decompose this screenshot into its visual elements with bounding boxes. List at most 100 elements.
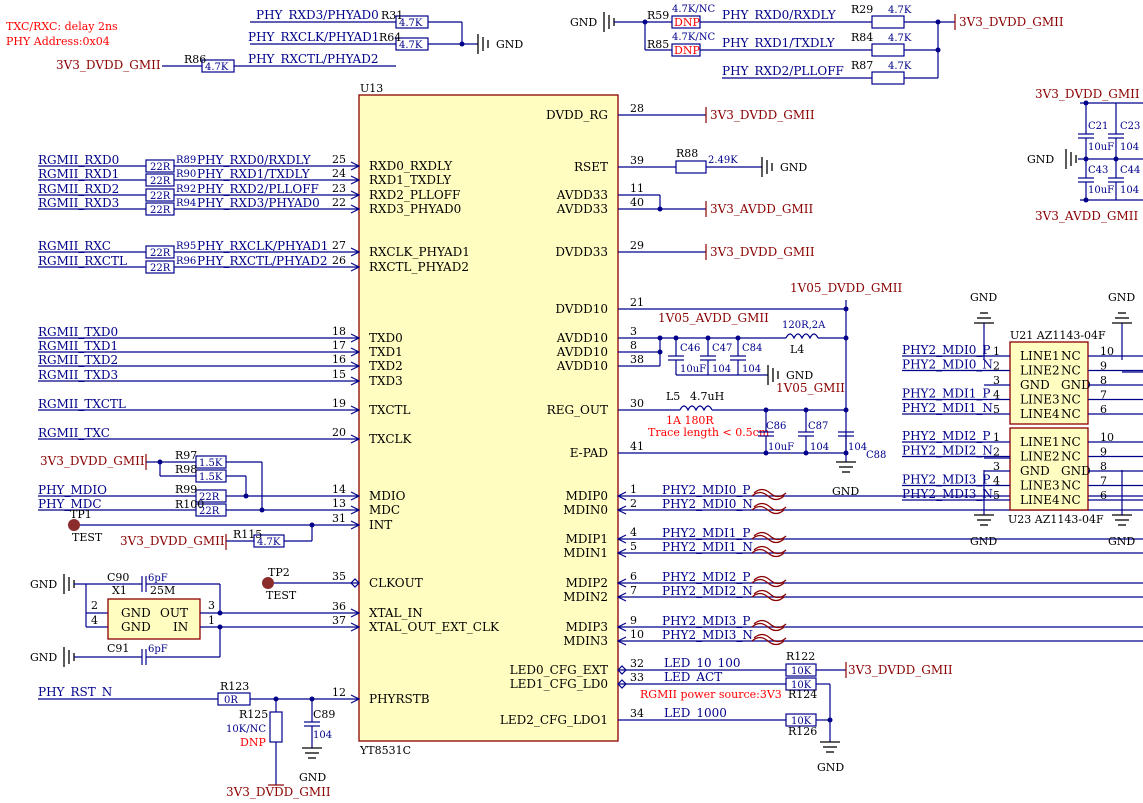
esd-net-label: PHY2_MDI0_P <box>902 343 990 357</box>
strap-r-net-1: PHY_RXD0/RXDLY <box>722 8 837 22</box>
rx-phy-4: PHY_RXCLK/PHYAD1 <box>197 239 328 253</box>
mdio-block: 3V3_DVDD_GMII R97 1.5K R98 1.5K R99 22R … <box>38 449 359 550</box>
bypass-dvdd: 3V3_DVDD_GMII <box>1035 87 1140 101</box>
rx-phy-5: PHY_RXCTL/PHYAD2 <box>197 254 327 268</box>
r126-val: 10K <box>791 716 812 727</box>
c91-ref: C91 <box>107 642 129 655</box>
chip-part: YT8531C <box>359 744 411 757</box>
c43-val: 10uF <box>1088 185 1114 196</box>
chip-pin-name: LED0_CFG_EXT <box>510 663 608 677</box>
esd-pin-nc: NC <box>1061 450 1081 464</box>
rxctl-net: RGMII_RXCTL <box>38 254 127 268</box>
x1-ref: X1 <box>112 584 127 597</box>
mdi-diffpair-icon <box>753 589 787 599</box>
chip-pin-name: DVDD_RG <box>546 108 608 122</box>
r87-ref: R87 <box>851 59 873 72</box>
esd-pin-number: 1 <box>993 345 1000 358</box>
esd-pin-number: 4 <box>993 389 1000 402</box>
r98-val: 1.5K <box>199 472 223 483</box>
chip-pin-number: 6 <box>630 570 637 583</box>
esd-pin-nc: NC <box>1061 349 1081 363</box>
x1-gnd-a: GND <box>121 606 151 620</box>
esd-pin-number: 7 <box>1100 475 1107 488</box>
mdi-diffpair-icon <box>753 619 787 629</box>
rst-pull-power: 3V3_DVDD_GMII <box>226 785 331 799</box>
chip-pin-name: TXD1 <box>369 345 403 359</box>
rset-gnd: GND <box>780 161 807 174</box>
epad-gnd: GND <box>832 485 859 498</box>
c21-ref: C21 <box>1088 121 1108 132</box>
chip-pin-name: MDIN0 <box>563 503 608 517</box>
esd-pin-name: GND <box>1020 378 1050 392</box>
c89-ref: C89 <box>313 708 335 721</box>
esd-pin-name: LINE1 <box>1020 349 1060 363</box>
chip-pin-number: 20 <box>332 426 346 439</box>
note-phy-address: PHY Address:0x04 <box>6 35 110 48</box>
chip-pin-number: 30 <box>630 397 644 410</box>
chip-pin-number: 31 <box>332 512 346 525</box>
strap-left-gnd: GND <box>496 38 523 51</box>
chip-left-pins: RXD0_RXDLY25RXD1_TXDLY24RXD2_PLLOFF23RXD… <box>332 153 500 706</box>
mdi-net-label: PHY2_MDI2_P <box>662 570 750 584</box>
esd-pin-number: 9 <box>1100 446 1107 459</box>
chip-ref: U13 <box>360 82 383 95</box>
chip-pin-name: AVDD10 <box>556 345 608 359</box>
txctl-net: RGMII_TXCTL <box>38 397 126 411</box>
rxc-net: RGMII_RXC <box>38 239 111 253</box>
mdi-net-label: PHY2_MDI1_P <box>662 526 750 540</box>
r100-ref: R100 <box>175 498 204 511</box>
esd-pin-name: LINE1 <box>1020 435 1060 449</box>
chip-pin-name: PHYRSTB <box>369 692 430 706</box>
r123-ref: R123 <box>220 680 249 693</box>
chip-pin-name: AVDD10 <box>556 331 608 345</box>
r95-ref: R95 <box>176 241 196 252</box>
mdio-net: PHY_MDIO <box>38 483 107 497</box>
l5-rating: 1A 180R <box>666 414 714 427</box>
r89-ref: R89 <box>176 155 196 166</box>
power-block: 3V3_DVDD_GMII R88 2.49K GND 3V3_AVDD_GMI… <box>618 107 903 498</box>
x1-in: IN <box>173 620 188 634</box>
mdi-diffpair-icon <box>753 545 787 555</box>
tx-net-0: RGMII_TXD0 <box>38 325 118 339</box>
r31-ref: R31 <box>381 9 403 22</box>
chip-pin-name: AVDD33 <box>556 188 608 202</box>
chip-pin-number: 34 <box>630 707 644 720</box>
chip-pin-number: 29 <box>630 239 644 252</box>
esd-pin-number: 8 <box>1100 460 1107 473</box>
tx-net-2: RGMII_TXD2 <box>38 353 118 367</box>
chip-pin-number: 32 <box>630 657 644 670</box>
r31-val: 4.7K <box>399 18 423 29</box>
r59-ref: R59 <box>647 9 669 22</box>
rx-net-3: RGMII_RXD3 <box>38 196 119 210</box>
led-gnd: GND <box>817 761 844 774</box>
chip-pin-number: 12 <box>332 686 346 699</box>
c88-val: 104 <box>848 442 867 453</box>
chip-pin-name: MDIN2 <box>563 590 608 604</box>
x1-gnd-b: GND <box>121 620 151 634</box>
r86-ref: R86 <box>184 53 206 66</box>
chip-pin-number: 10 <box>630 628 644 641</box>
chip-pin-name: RXCTL_PHYAD2 <box>369 260 469 274</box>
rx-net-1: RGMII_RXD1 <box>38 167 119 181</box>
esd-pin-name: LINE4 <box>1020 493 1060 507</box>
bypass-avdd: 3V3_AVDD_GMII <box>1035 209 1139 223</box>
esd-net-label: PHY2_MDI2_N <box>902 444 993 458</box>
rx-net-2: RGMII_RXD2 <box>38 182 119 196</box>
c47-val: 104 <box>712 364 731 375</box>
r87-val: 4.7K <box>888 61 912 72</box>
r29-ref: R29 <box>851 3 873 16</box>
rx-phy-1: PHY_RXD1/TXDLY <box>197 167 311 181</box>
esd-pin-number: 5 <box>993 403 1000 416</box>
c43-ref: C43 <box>1088 165 1108 176</box>
r84-val: 4.7K <box>888 33 912 44</box>
mdi-diffpair-icon <box>751 548 785 558</box>
r94-val: 22R <box>150 205 171 216</box>
chip-pin-number: 8 <box>630 339 637 352</box>
esd-pin-number: 5 <box>993 489 1000 502</box>
mdi-diffpair-icon <box>751 636 785 646</box>
bypass-caps: 3V3_DVDD_GMII C21 10uF C23 104 GND C43 1… <box>1027 87 1143 223</box>
c86-val: 10uF <box>768 442 794 453</box>
esd-pin-number: 2 <box>993 360 1000 373</box>
chip-body <box>358 94 619 742</box>
r100-val: 22R <box>199 506 220 517</box>
